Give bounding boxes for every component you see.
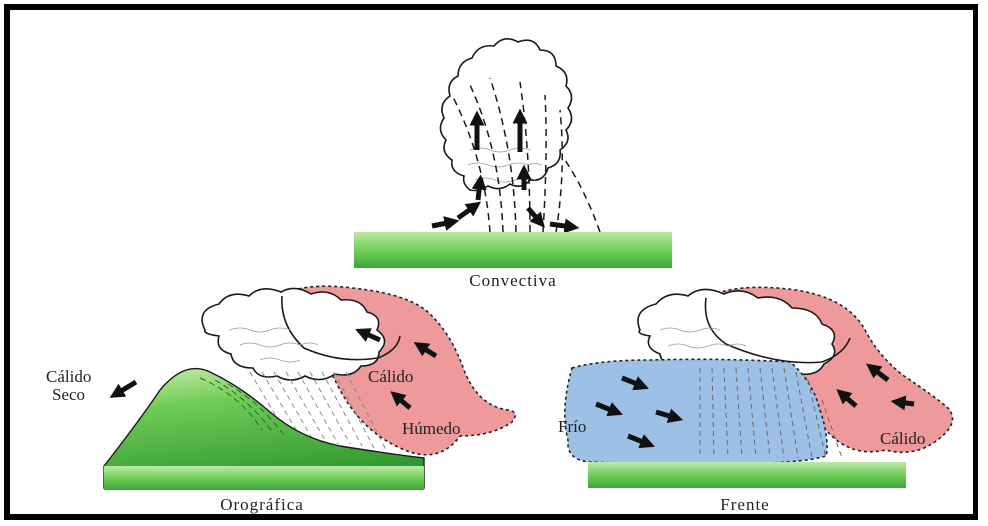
panel-orografica: Cálido Seco Cálido Húmedo Orográfica <box>46 286 515 514</box>
convective-cloud <box>440 39 571 191</box>
panel-convectiva: Convectiva <box>354 39 672 290</box>
caption-convectiva: Convectiva <box>469 271 556 290</box>
label-cold: Frío <box>558 417 586 436</box>
label-warm-dry-2: Seco <box>52 385 85 404</box>
cold-air-mass <box>565 359 827 464</box>
label-humid: Húmedo <box>402 419 461 438</box>
frontal-ground <box>588 462 906 488</box>
panel-frente: Frío Cálido Frente <box>558 287 953 514</box>
convective-ground <box>354 232 672 268</box>
orographic-ground <box>104 466 424 490</box>
label-warm-front: Cálido <box>880 429 925 448</box>
caption-orografica: Orográfica <box>220 495 304 514</box>
orographic-cloud <box>202 288 384 380</box>
label-warm-dry-1: Cálido <box>46 367 91 386</box>
label-warm-orographic: Cálido <box>368 367 413 386</box>
caption-frente: Frente <box>720 495 769 514</box>
